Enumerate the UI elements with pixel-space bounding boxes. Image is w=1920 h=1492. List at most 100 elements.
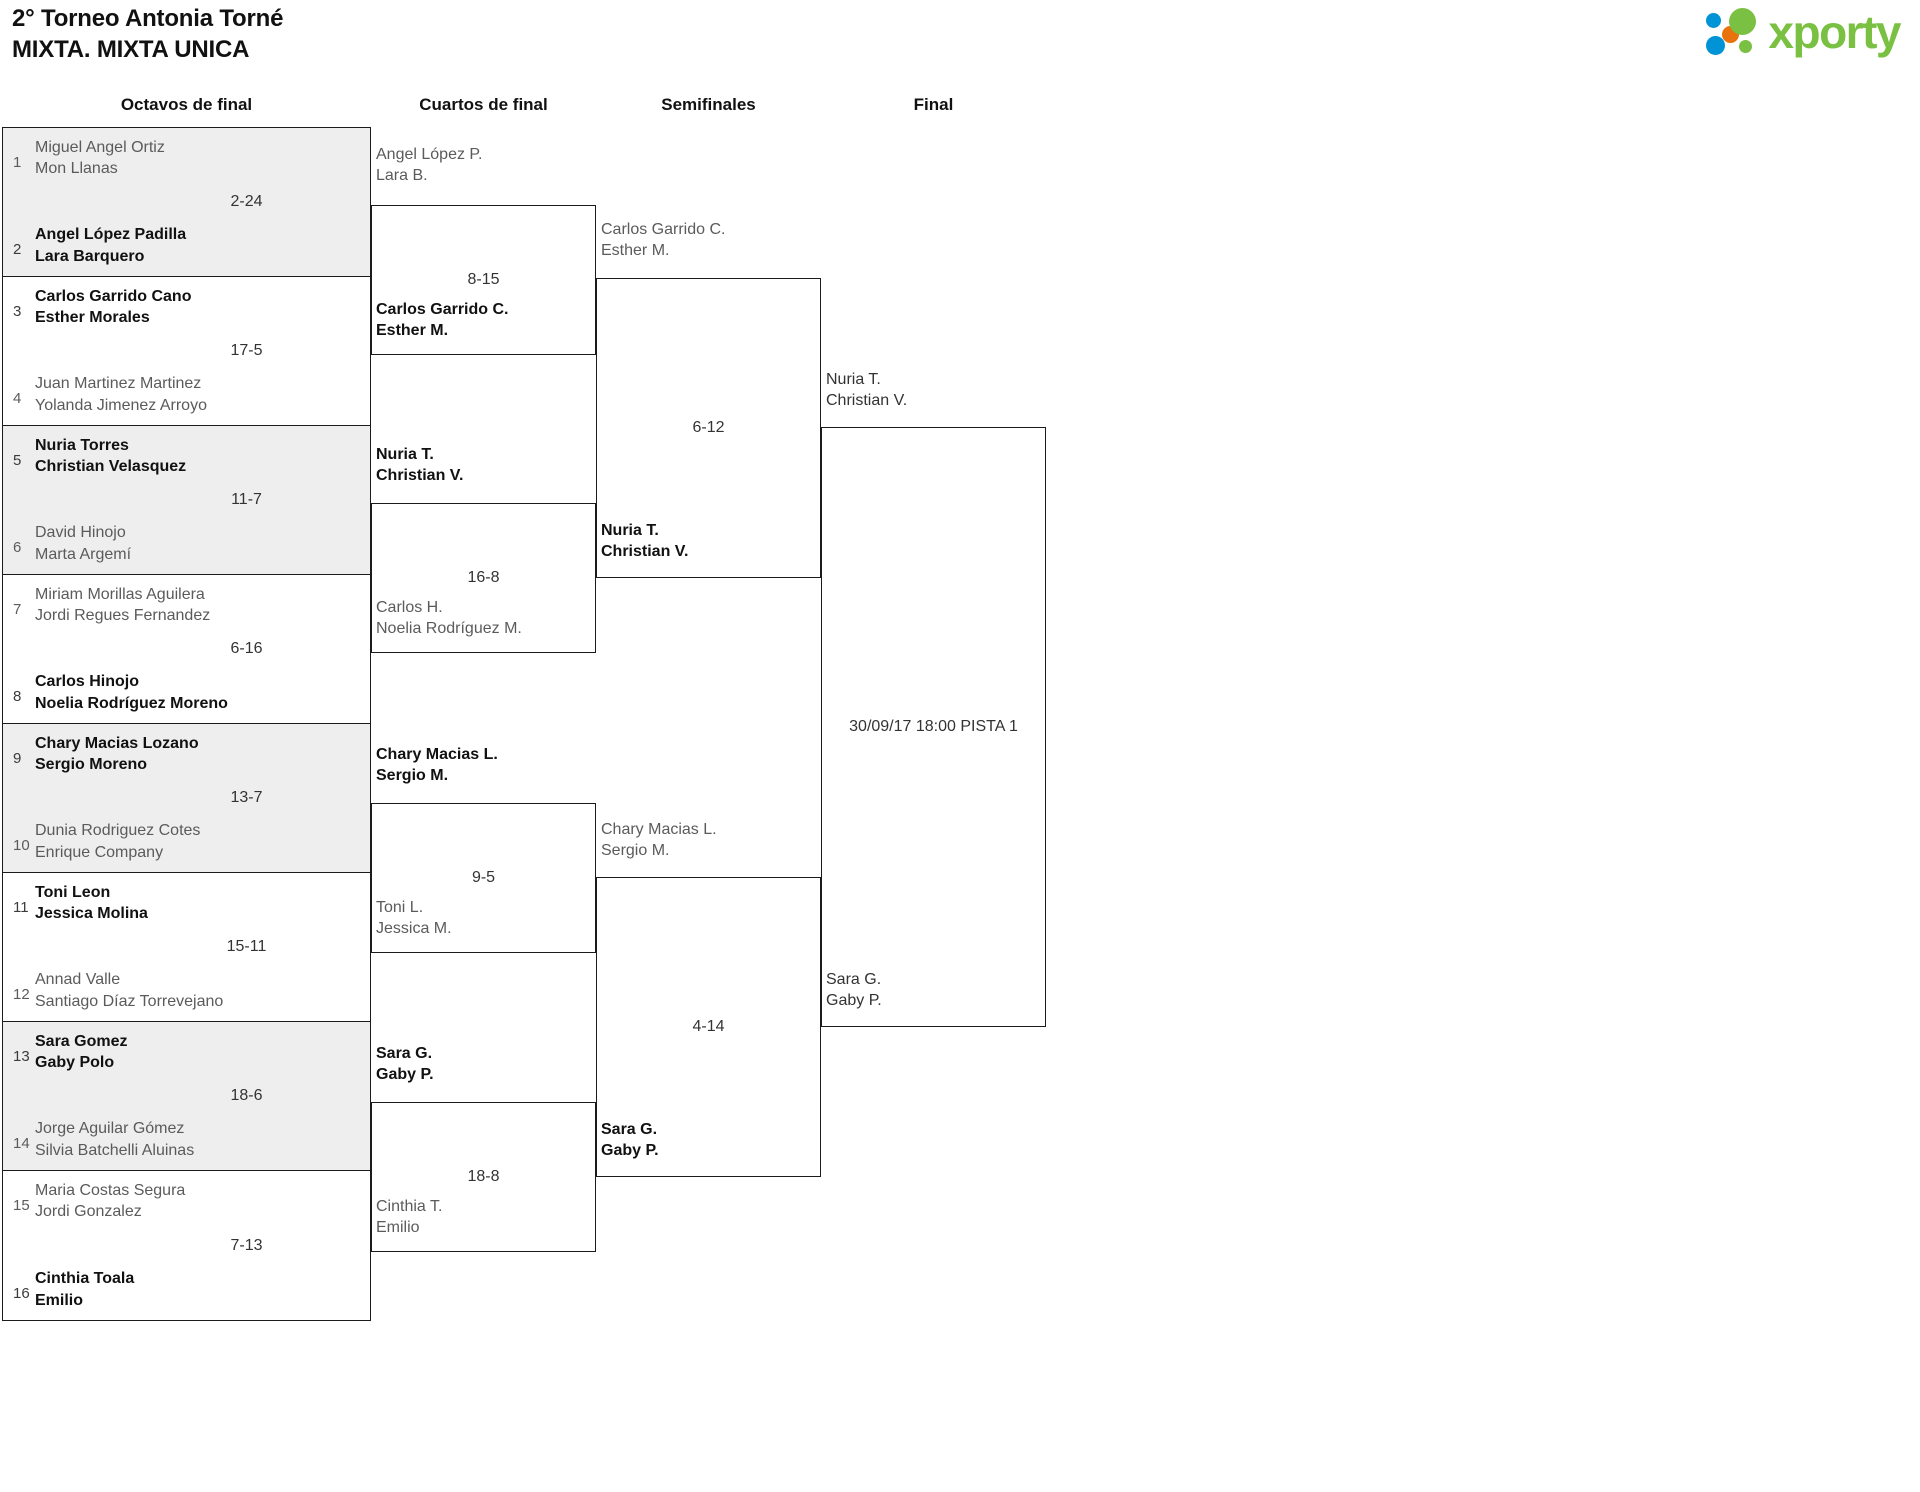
qf-3-box[interactable]: 9-5 bbox=[371, 803, 596, 953]
seed-number: 1 bbox=[13, 154, 22, 171]
player-1: Maria Costas Segura bbox=[35, 1182, 186, 1199]
qf-2-team-bottom[interactable]: Carlos H. Noelia Rodríguez M. bbox=[376, 597, 522, 640]
seed-number: 16 bbox=[13, 1285, 30, 1303]
round-label-semifinales: Semifinales bbox=[661, 95, 756, 114]
player-2: Silvia Batchelli Aluinas bbox=[35, 1141, 195, 1159]
player-2: Christian V. bbox=[826, 392, 908, 410]
seed-number: 2 bbox=[13, 241, 22, 259]
player-1: Carlos H. bbox=[376, 599, 443, 616]
player-2: Christian Velasquez bbox=[35, 458, 187, 476]
player-2: Noelia Rodríguez Moreno bbox=[35, 694, 228, 712]
sf-1-score: 6-12 bbox=[692, 419, 725, 436]
player-2: Christian V. bbox=[376, 467, 464, 485]
qf-2-score: 16-8 bbox=[467, 569, 500, 586]
player-1: Miriam Morillas Aguilera bbox=[35, 586, 205, 603]
qf-2-team-top[interactable]: Nuria T. Christian V. bbox=[376, 444, 463, 487]
player-1: Carlos Hinojo bbox=[35, 673, 140, 691]
qf-1-box[interactable]: 8-15 bbox=[371, 205, 596, 355]
player-1: Sara G. bbox=[601, 1121, 658, 1138]
qf-4-score: 18-8 bbox=[467, 1168, 500, 1185]
qf-1-score: 8-15 bbox=[467, 271, 500, 288]
player-2: Gaby P. bbox=[376, 1066, 434, 1084]
sf-1-box[interactable]: 6-12 bbox=[596, 278, 821, 578]
player-2: Jordi Regues Fernandez bbox=[35, 607, 211, 625]
player-1: Jorge Aguilar Gómez bbox=[35, 1120, 185, 1138]
page-header: 2° Torneo Antonia Torné MIXTA. MIXTA UNI… bbox=[12, 4, 283, 65]
player-1: David Hinojo bbox=[35, 524, 126, 542]
qf-4-team-bottom[interactable]: Cinthia T. Emilio bbox=[376, 1196, 442, 1239]
player-1: Angel López Padilla bbox=[35, 226, 187, 244]
qf-3-team-top[interactable]: Chary Macias L. Sergio M. bbox=[376, 744, 498, 787]
player-2: Lara Barquero bbox=[35, 247, 145, 265]
qf-2-box[interactable]: 16-8 bbox=[371, 503, 596, 653]
player-2: Gaby Polo bbox=[35, 1054, 115, 1072]
sf-2-team-bottom[interactable]: Sara G. Gaby P. bbox=[601, 1119, 659, 1162]
seed-number: 7 bbox=[13, 601, 22, 618]
round-label-cuartos: Cuartos de final bbox=[419, 95, 548, 114]
player-1: Annad Valle bbox=[35, 971, 121, 989]
player-2: Gaby P. bbox=[601, 1142, 659, 1160]
player-1: Toni L. bbox=[376, 899, 424, 916]
sf-1-team-bottom[interactable]: Nuria T. Christian V. bbox=[601, 520, 688, 563]
player-1: Sara Gomez bbox=[35, 1033, 128, 1050]
sf-2-team-top[interactable]: Chary Macias L. Sergio M. bbox=[601, 819, 717, 862]
r16-score-6: 15-11 bbox=[226, 938, 267, 955]
sf-2-score: 4-14 bbox=[692, 1018, 725, 1035]
sf-2-box[interactable]: 4-14 bbox=[596, 877, 821, 1177]
player-1: Carlos Garrido C. bbox=[376, 301, 509, 318]
sf-1-team-top[interactable]: Carlos Garrido C. Esther M. bbox=[601, 219, 725, 262]
seed-number: 12 bbox=[13, 986, 30, 1004]
r16-score-1: 2-24 bbox=[230, 193, 263, 210]
seed-number: 11 bbox=[13, 899, 29, 916]
player-2: Marta Argemí bbox=[35, 545, 132, 563]
final-team-top[interactable]: Nuria T. Christian V. bbox=[826, 369, 907, 412]
qf-3-score: 9-5 bbox=[471, 869, 496, 886]
player-1: Cinthia T. bbox=[376, 1198, 443, 1215]
r16-score-8: 7-13 bbox=[230, 1236, 263, 1254]
tournament-category: MIXTA. MIXTA UNICA bbox=[12, 35, 250, 63]
qf-1-team-top[interactable]: Angel López P. Lara B. bbox=[376, 144, 482, 187]
seed-number: 14 bbox=[13, 1135, 30, 1153]
r16-score-7: 18-6 bbox=[230, 1087, 263, 1104]
final-team-bottom[interactable]: Sara G. Gaby P. bbox=[826, 969, 882, 1012]
seed-number: 5 bbox=[13, 452, 22, 469]
player-1: Nuria T. bbox=[376, 446, 434, 463]
player-1: Cinthia Toala bbox=[35, 1270, 135, 1288]
seed-number: 3 bbox=[13, 303, 22, 320]
qf-1-team-bottom[interactable]: Carlos Garrido C. Esther M. bbox=[376, 299, 508, 342]
xporty-logo: xporty bbox=[1706, 8, 1901, 56]
player-2: Mon Llanas bbox=[35, 160, 118, 178]
seed-number: 10 bbox=[13, 837, 30, 855]
final-box[interactable]: 30/09/17 18:00 PISTA 1 bbox=[821, 427, 1046, 1027]
qf-4-box[interactable]: 18-8 bbox=[371, 1102, 596, 1252]
player-2: Jessica M. bbox=[376, 920, 452, 938]
qf-4-team-top[interactable]: Sara G. Gaby P. bbox=[376, 1043, 434, 1086]
round-label-octavos: Octavos de final bbox=[120, 95, 253, 114]
qf-3-team-bottom[interactable]: Toni L. Jessica M. bbox=[376, 897, 452, 940]
